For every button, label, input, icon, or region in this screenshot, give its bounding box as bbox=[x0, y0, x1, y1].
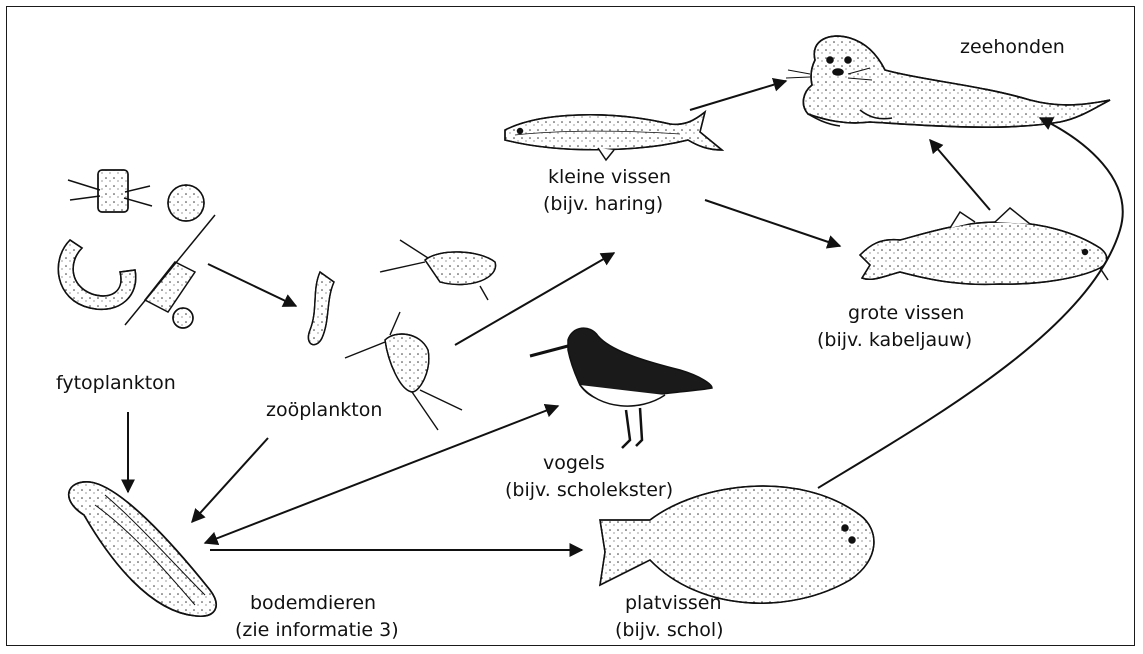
cod-illustration bbox=[860, 208, 1108, 284]
label-zeehonden: zeehonden bbox=[960, 34, 1065, 61]
arrow-zoo-to-mussel bbox=[192, 438, 268, 522]
arrow-phyto-to-zoo bbox=[208, 264, 296, 306]
label-zooplankton: zoöplankton bbox=[266, 397, 382, 424]
arrow-cod-to-seal bbox=[930, 140, 990, 210]
label-kleine-vissen-example: (bijv. haring) bbox=[543, 191, 663, 218]
label-platvissen-example: (bijv. schol) bbox=[615, 617, 724, 644]
label-platvissen: platvissen bbox=[625, 590, 721, 617]
label-vogels: vogels bbox=[543, 450, 605, 477]
herring-illustration bbox=[505, 112, 722, 160]
label-grote-vissen: grote vissen bbox=[848, 300, 964, 327]
mussel-illustration bbox=[69, 482, 216, 616]
label-grote-vissen-example: (bijv. kabeljauw) bbox=[817, 327, 972, 354]
label-kleine-vissen: kleine vissen bbox=[548, 164, 671, 191]
phytoplankton-illustration bbox=[58, 170, 215, 328]
arrow-herring-to-cod bbox=[705, 200, 840, 246]
label-fytoplankton: fytoplankton bbox=[56, 370, 176, 397]
label-bodemdieren: bodemdieren bbox=[250, 590, 376, 617]
arrow-mussel-to-bird bbox=[205, 406, 558, 543]
label-bodemdieren-example: (zie informatie 3) bbox=[235, 617, 399, 644]
oystercatcher-illustration bbox=[530, 328, 712, 448]
arrow-herring-to-seal bbox=[690, 81, 786, 110]
label-vogels-example: (bijv. scholekster) bbox=[505, 477, 673, 504]
